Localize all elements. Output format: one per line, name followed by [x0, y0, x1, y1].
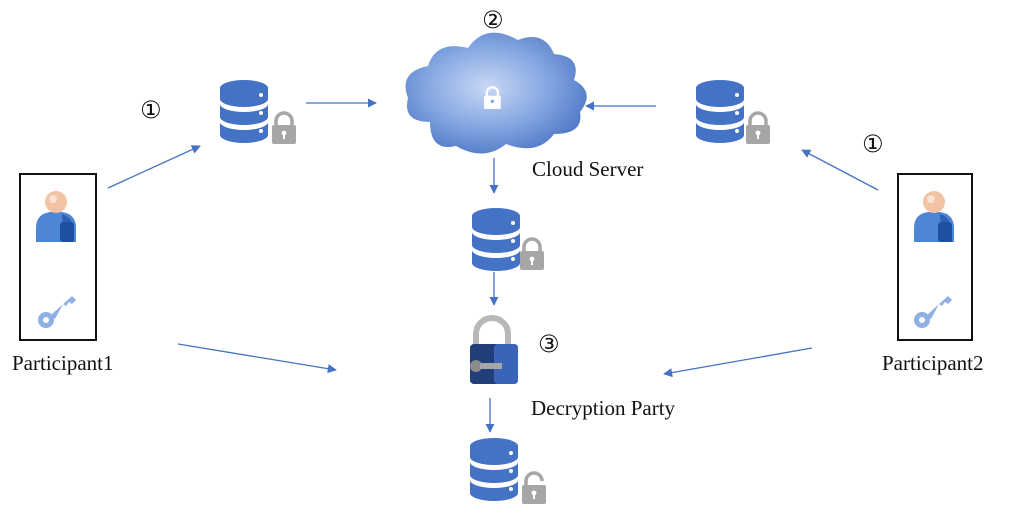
lock-icon	[270, 111, 298, 146]
participant1-label: Participant1	[12, 351, 114, 375]
arrow-p2-to-decrypt	[663, 347, 813, 378]
lock-icon	[744, 111, 772, 146]
arrow-p2-to-db	[801, 149, 879, 191]
arrow-p1-to-decrypt	[177, 343, 337, 374]
key-icon	[914, 296, 952, 328]
participant2-label: Participant2	[882, 351, 984, 375]
unlock-icon	[520, 471, 548, 506]
cloud-icon	[405, 32, 587, 154]
person-icon	[914, 191, 954, 242]
arrows	[107, 98, 879, 433]
database-icon	[696, 80, 744, 143]
participant2-box	[897, 173, 973, 341]
key-icon	[38, 296, 76, 328]
step-1-left: ①	[140, 96, 162, 124]
padlock-key-icon	[470, 315, 518, 384]
lock-icon	[518, 237, 546, 272]
person-icon	[36, 191, 76, 242]
decryption-party-label: Decryption Party	[531, 396, 676, 420]
step-3: ③	[538, 330, 560, 358]
participant1-box	[19, 173, 97, 341]
database-icon	[220, 80, 268, 143]
step-2: ②	[482, 6, 504, 34]
step-1-right: ①	[862, 130, 884, 158]
cloud-server-label: Cloud Server	[532, 157, 644, 181]
database-icon	[472, 208, 520, 271]
database-icon	[470, 438, 518, 501]
arrow-p1-to-db	[107, 145, 201, 189]
